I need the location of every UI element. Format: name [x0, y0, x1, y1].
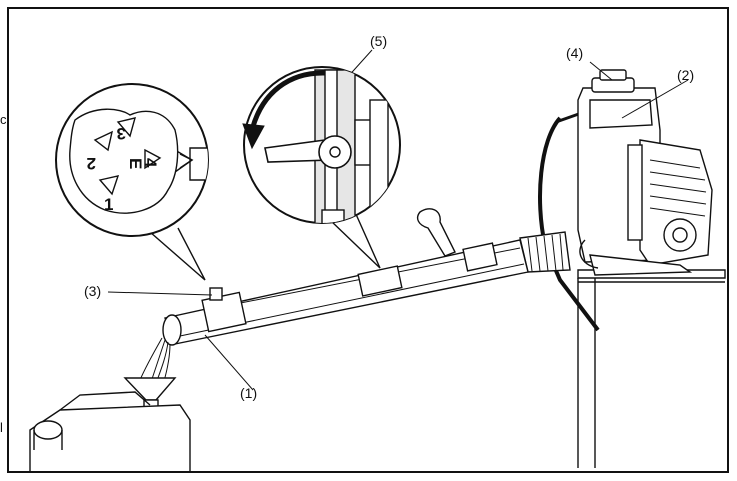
dial-detail-circle — [55, 83, 209, 237]
fuel-container — [29, 391, 191, 471]
dial-mark-e: E — [126, 158, 145, 169]
dial-number-1: 1 — [104, 195, 113, 214]
blower-pipe — [162, 208, 571, 346]
cropped-text-left-bottom: l — [0, 420, 3, 435]
callout-3: (3) — [84, 283, 101, 299]
backpack-blower — [538, 69, 713, 332]
cropped-text-left-top: ci — [0, 112, 10, 127]
dial-number-3: 3 — [117, 124, 126, 143]
bubble-tails — [149, 211, 381, 281]
dial-number-2: 2 — [87, 154, 96, 173]
callout-2: (2) — [677, 67, 694, 83]
callout-5: (5) — [370, 33, 387, 49]
callout-4: (4) — [566, 45, 583, 61]
lever-detail-circle — [242, 66, 401, 224]
table — [577, 269, 726, 468]
callout-1: (1) — [240, 385, 257, 401]
dial-number-4: 4 — [141, 158, 160, 168]
